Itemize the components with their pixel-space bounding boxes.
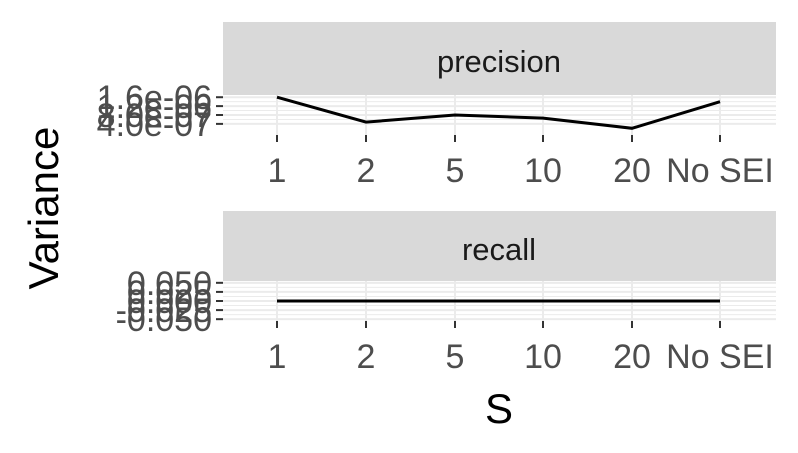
x-axis-precision: 1 2 5 10 20 No SEI [268, 135, 774, 190]
y-tick-label: -0.025 [116, 292, 212, 330]
facet-strip-precision [223, 22, 776, 95]
facet-strip-recall [223, 211, 776, 281]
x-tick-label: 20 [613, 338, 651, 376]
grid-precision [223, 95, 776, 135]
series-line-precision [276, 95, 721, 130]
y-tick-label: -0.050 [116, 301, 212, 339]
x-tick-label: No SEI [666, 152, 774, 190]
x-tick-label: 20 [613, 152, 651, 190]
y-tick-label: 0.025 [127, 274, 212, 312]
x-tick-label: 1 [268, 152, 287, 190]
x-tick-label: 1 [268, 338, 287, 376]
x-tick-label: 2 [357, 152, 376, 190]
x-tick-label: 5 [446, 338, 465, 376]
x-tick-label: 10 [524, 338, 562, 376]
y-axis-precision: 4.0e-078.0e-071.2e-061.6e-06 [97, 79, 223, 144]
grid-recall [223, 281, 776, 321]
y-tick-label: 0.050 [127, 265, 212, 303]
facet-title-recall: recall [462, 232, 536, 267]
y-axis-title: Variance [20, 127, 67, 290]
y-tick-label: 1.2e-06 [97, 88, 212, 126]
y-tick-label: 0.000 [127, 283, 212, 321]
x-axis-recall: 1 2 5 10 20 No SEI [268, 321, 774, 376]
x-tick-label: No SEI [666, 338, 774, 376]
x-tick-label: 5 [446, 152, 465, 190]
facet-title-precision: precision [437, 44, 561, 79]
y-tick-label: 8.0e-07 [97, 97, 212, 135]
facet-precision: precision 4.0e-078.0e-071.2e-061.6e-06 1… [97, 22, 776, 190]
y-tick-label: 1.6e-06 [97, 79, 212, 117]
x-tick-label: 2 [357, 338, 376, 376]
x-axis-title: S [485, 385, 513, 432]
x-tick-label: 10 [524, 152, 562, 190]
y-tick-label: 4.0e-07 [97, 106, 212, 144]
